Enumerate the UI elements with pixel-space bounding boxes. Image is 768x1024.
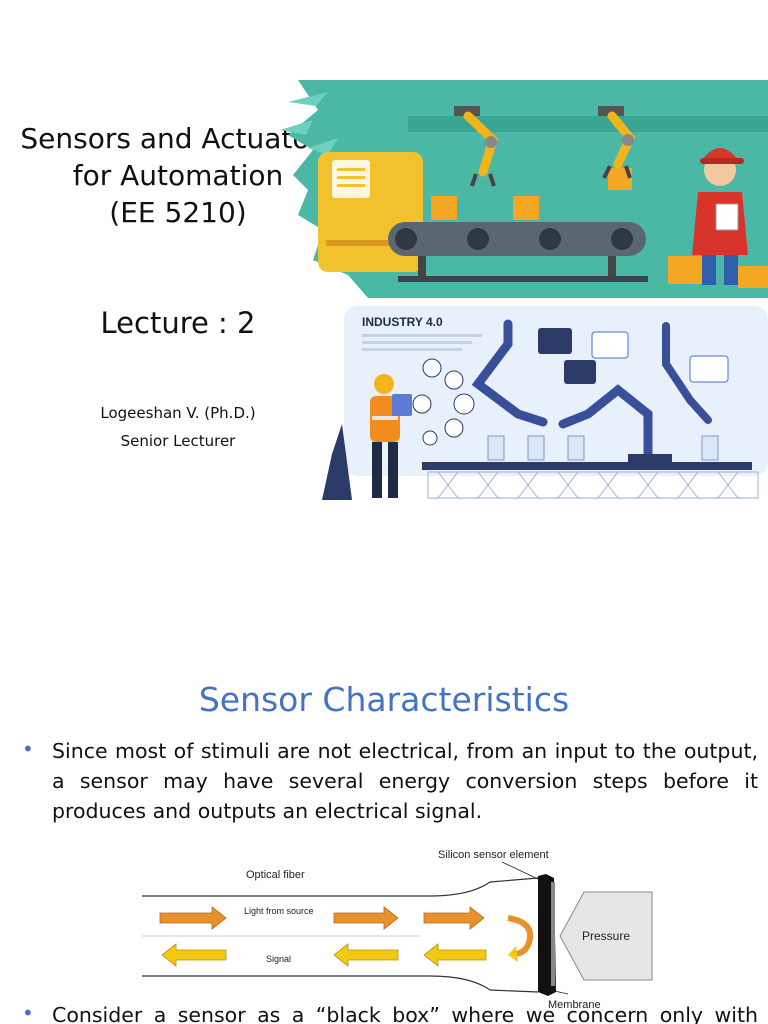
bullet-marker: •	[22, 737, 34, 761]
membrane-label: Membrane	[548, 999, 601, 1010]
optical-fiber-label: Optical fiber	[246, 869, 305, 881]
pressure-arrow	[559, 891, 653, 981]
author-name: Logeeshan V. (Ph.D.)	[100, 404, 256, 422]
robot-arm-icon	[598, 106, 636, 179]
settings-icon	[422, 358, 442, 378]
signal-arrow-icon	[423, 943, 487, 967]
author-block: Logeeshan V. (Ph.D.) Senior Lecturer	[0, 399, 356, 455]
industry-4-illustration: INDUSTRY 4.0	[322, 306, 768, 500]
worker-icon	[668, 148, 768, 288]
pressure-label: Pressure	[582, 929, 630, 943]
signal-arrow-icon	[161, 943, 227, 967]
industry-label: INDUSTRY 4.0	[362, 315, 443, 329]
conveyor-belt-icon	[422, 462, 752, 470]
light-arrow-icon	[423, 906, 485, 930]
box-icon	[431, 196, 457, 220]
author-title: Senior Lecturer	[120, 432, 236, 450]
dashboard-screen-icon	[689, 355, 729, 383]
signal-label: Signal	[266, 954, 291, 964]
wifi-icon	[412, 394, 432, 414]
battery-icon	[444, 370, 464, 390]
box-icon	[513, 196, 539, 220]
bullet-marker: •	[22, 1001, 34, 1024]
chart-screen-icon	[591, 331, 629, 359]
title-slide: Sensors and Actuators for Automation (EE…	[0, 80, 768, 500]
equalizer-screen-icon	[564, 360, 596, 384]
bullet-text: Consider a sensor as a “black box” where…	[52, 1003, 758, 1024]
box-icon	[608, 168, 632, 190]
content-slide: Sensor Characteristics • Since most of s…	[0, 640, 768, 1024]
title-line-2: for Automation	[72, 159, 284, 192]
robot-arm-icon	[471, 319, 548, 427]
title-line-1: Sensors and Actuators	[20, 122, 336, 155]
lecture-number: Lecture : 2	[100, 306, 256, 340]
monitor-icon	[538, 328, 572, 354]
light-arrow-icon	[333, 906, 399, 930]
wrench-icon	[453, 393, 475, 415]
light-from-source-label: Light from source	[244, 906, 314, 916]
course-code: (EE 5210)	[109, 196, 247, 229]
conveyor-belt-icon	[388, 222, 648, 282]
factory-conveyor-illustration	[280, 80, 768, 298]
signal-arrow-icon	[333, 943, 399, 967]
engineer-icon	[322, 374, 412, 500]
silicon-sensor-element-label: Silicon sensor element	[438, 849, 549, 861]
target-icon	[422, 430, 438, 446]
chart-icon	[444, 418, 464, 438]
reflection-arrow-icon	[507, 915, 534, 957]
robot-arm-icon	[454, 106, 499, 187]
light-arrow-icon	[159, 906, 227, 930]
fiber-optic-pressure-sensor-diagram: Optical fiber Light from source Signal S…	[142, 849, 653, 1010]
slide-title: Sensor Characteristics	[198, 680, 570, 719]
bullet-text: Since most of stimuli are not electrical…	[52, 739, 758, 823]
robot-arm-icon	[558, 384, 653, 469]
robot-arm-icon	[662, 322, 712, 424]
slide-title: Sensors and Actuators for Automation (EE…	[0, 120, 356, 231]
